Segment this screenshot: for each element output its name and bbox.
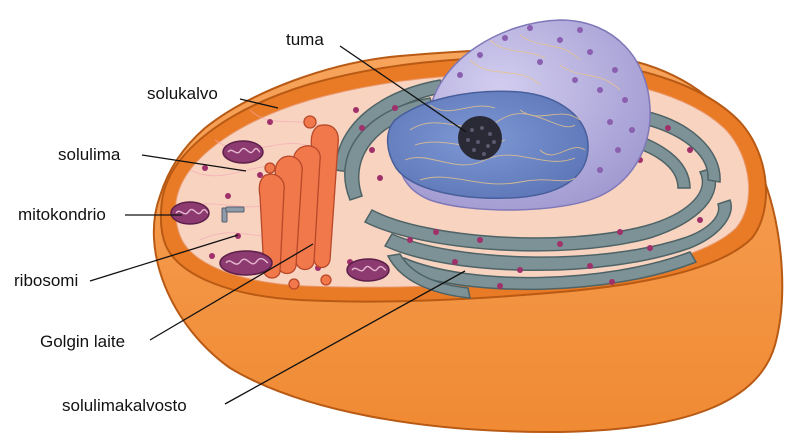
label-golgi: Golgin laite [40,332,125,351]
mitochondrion [222,140,264,164]
label-solulimakalvosto: solulimakalvosto [62,396,187,415]
golgi-apparatus [258,115,339,290]
ribosomes [202,105,703,289]
centriole [221,206,245,223]
leader-lines [89,45,467,405]
label-mitokondrio: mitokondrio [18,205,106,224]
mitochondria [170,140,390,282]
mitochondrion [170,201,210,225]
nuclear-pores [457,25,635,173]
label-solulima: solulima [58,145,121,164]
nucleolus-texture [466,126,496,156]
nucleolus [458,116,502,160]
label-solukalvo: solukalvo [147,84,218,103]
labels: tuma solukalvo solulima mitokondrio ribo… [14,30,324,415]
label-tuma: tuma [286,30,324,49]
mitochondrion [219,250,273,276]
nucleus [386,19,651,211]
mitochondrion [346,258,390,282]
label-ribosomi: ribosomi [14,271,78,290]
